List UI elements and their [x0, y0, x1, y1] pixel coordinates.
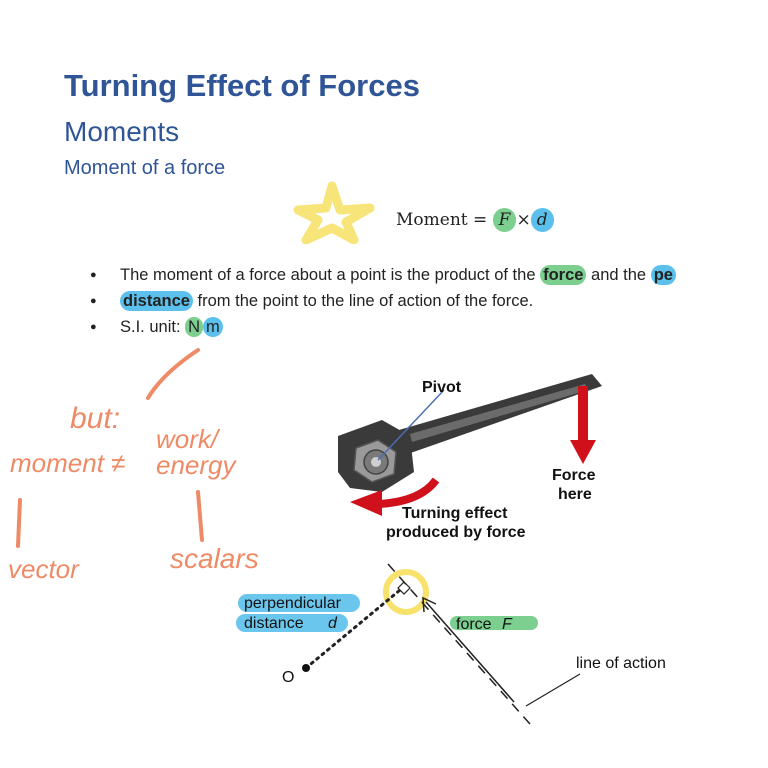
force-arrow-head: [570, 440, 596, 464]
perp-highlight-2: [236, 614, 348, 632]
force-f-highlight: [450, 616, 538, 630]
formula-force: F: [492, 208, 517, 232]
note-but: but:: [70, 402, 120, 435]
turning-label-line2: produced by force: [386, 524, 526, 541]
unit-newton: N: [185, 317, 204, 337]
wrench-diagram: Pivot Force here Turning effect produced…: [338, 374, 602, 541]
definition-text-mid: and the: [586, 266, 651, 284]
line-of-action-pointer: [525, 673, 581, 707]
moment-formula: Moment = F×d: [396, 208, 554, 232]
note-arrow-stroke: [146, 348, 200, 400]
force-f-symbol: F: [502, 616, 513, 633]
force-vector-line: [425, 601, 515, 703]
subsection-heading: Moment of a force: [64, 157, 226, 179]
note-vector-stroke: [16, 498, 22, 548]
note-energy: energy: [156, 450, 237, 480]
moment-geometry-diagram: O perpendicular distance d force F line …: [236, 563, 666, 725]
perpendicular-highlight: pe: [650, 265, 676, 285]
force-highlight: force: [540, 265, 587, 285]
section-heading: Moments: [64, 116, 180, 147]
si-unit-label: S.I. unit:: [120, 318, 186, 336]
perp-label-line1: perpendicular: [244, 595, 342, 612]
formula-times: ×: [516, 210, 531, 230]
right-angle-highlight: [383, 569, 429, 615]
note-work: work/: [156, 424, 221, 454]
page-title: Turning Effect of Forces: [64, 68, 420, 103]
turning-arrow-head: [350, 490, 382, 516]
star-doodle-icon: [293, 181, 375, 244]
force-here-line2: here: [558, 486, 592, 503]
pivot-label: Pivot: [422, 379, 462, 396]
bullet-list: The moment of a force about a point is t…: [90, 262, 768, 340]
force-vector-arrowhead: [422, 596, 437, 613]
force-arrow-shaft: [578, 386, 588, 444]
definition-text-end: from the point to the line of action of …: [192, 292, 534, 310]
bullet-definition: The moment of a force about a point is t…: [90, 262, 768, 288]
point-o-dot: [302, 664, 310, 672]
handwritten-notes: but: moment ≠ work/ energy vector scalar…: [8, 348, 259, 584]
note-scalars: scalars: [170, 543, 259, 574]
perp-highlight-1: [238, 594, 360, 612]
unit-metre: m: [203, 317, 223, 337]
bullet-si-unit: S.I. unit: Nm: [90, 314, 768, 340]
right-angle-marker: [397, 581, 411, 595]
perp-label-line2: distance: [244, 615, 304, 632]
perp-label-d: d: [328, 615, 338, 632]
force-here-line1: Force: [552, 467, 596, 484]
formula-equals: =: [473, 210, 488, 230]
distance-highlight: distance: [120, 291, 193, 311]
perpendicular-distance-line: [304, 588, 402, 670]
formula-lhs: Moment: [396, 210, 468, 230]
bullet-definition-cont: distance from the point to the line of a…: [90, 288, 768, 314]
definition-text-start: The moment of a force about a point is t…: [120, 266, 541, 284]
line-of-action: [387, 563, 531, 725]
line-of-action-label: line of action: [576, 655, 666, 672]
note-vector: vector: [8, 554, 80, 584]
formula-distance: d: [530, 208, 554, 232]
point-o-label: O: [282, 669, 294, 686]
note-moment-neq: moment ≠: [10, 448, 125, 478]
pivot-pointer-line: [377, 389, 445, 461]
force-f-label: force: [456, 616, 492, 633]
turning-label-line1: Turning effect: [402, 505, 508, 522]
note-scalars-stroke: [196, 490, 204, 542]
turning-arrow-curve: [377, 477, 440, 508]
wrench-handle-highlight: [410, 384, 588, 442]
